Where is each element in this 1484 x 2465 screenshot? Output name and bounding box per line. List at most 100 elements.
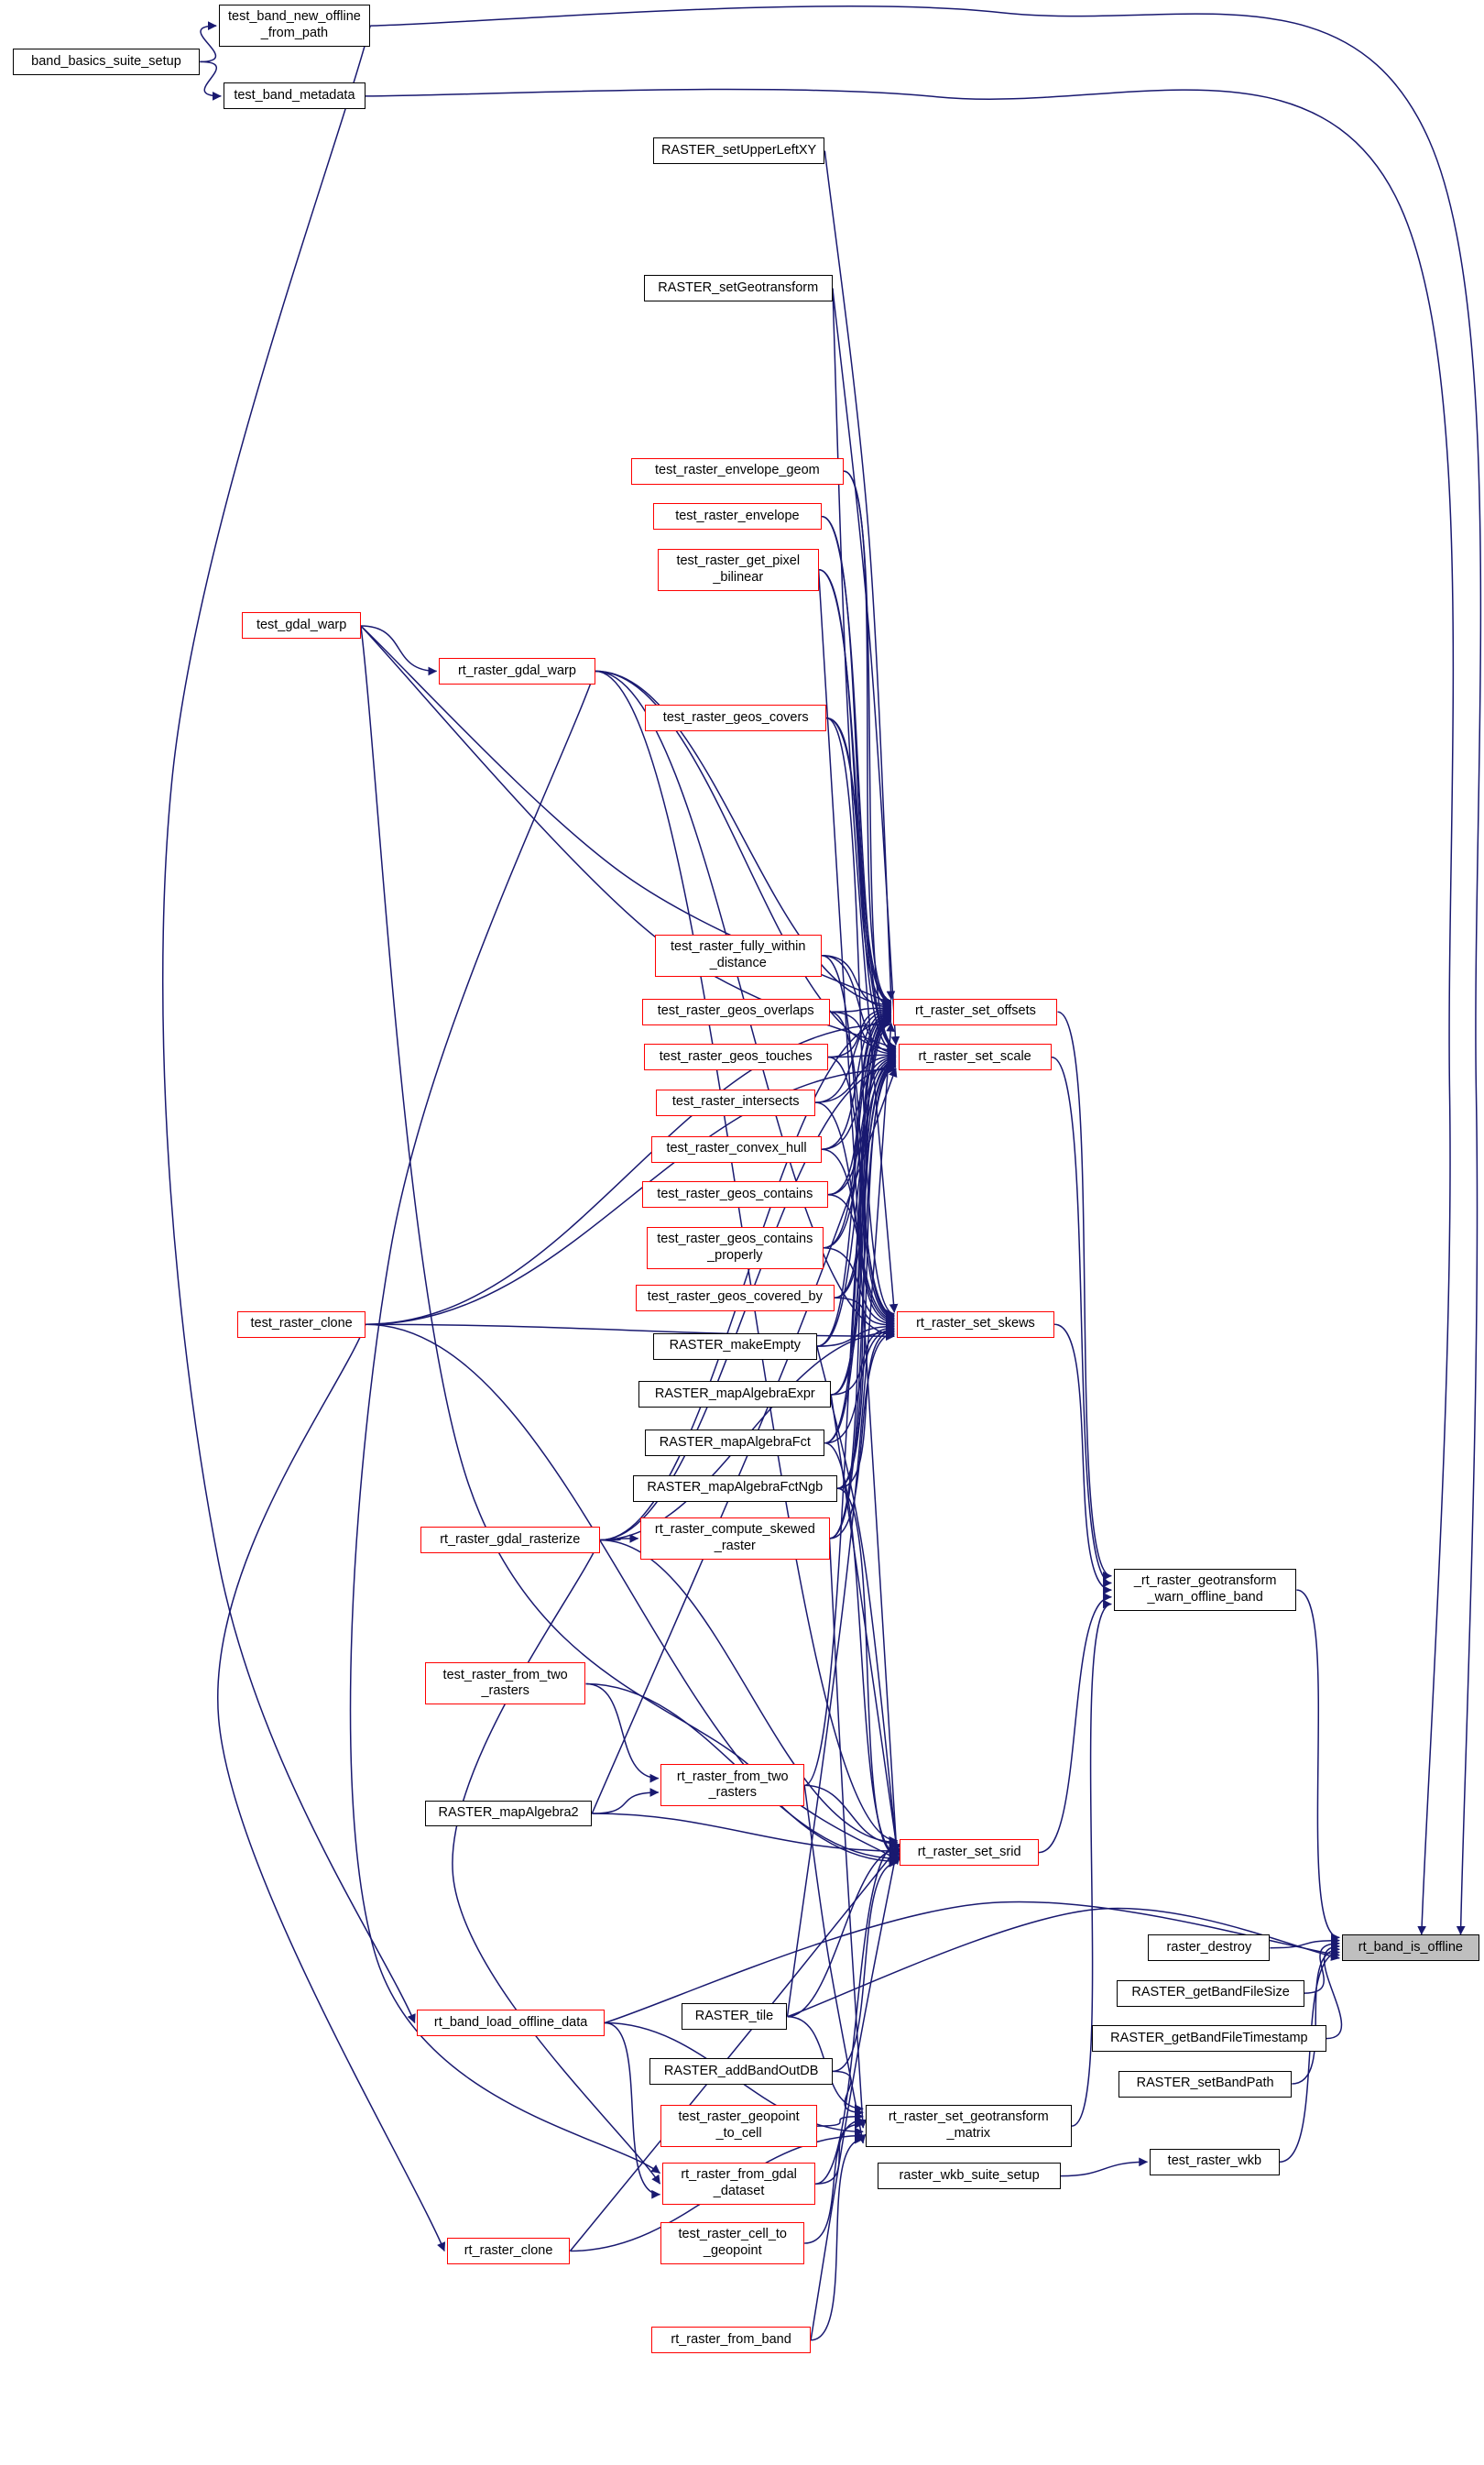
node-rt_raster_from_band[interactable]: rt_raster_from_band (651, 2327, 812, 2354)
node-rt_band_load_offline_data[interactable]: rt_band_load_offline_data (417, 2010, 605, 2036)
edge-rrgr-to-rrso (599, 1015, 892, 1541)
edge-rrfgd-to-rrsgm (815, 2120, 864, 2185)
edge-rmaf-to-rrssk (824, 1324, 895, 1444)
edge-trftr-to-rrftr (585, 1682, 660, 1783)
edge-rmae-to-rrssr (830, 1394, 901, 1854)
node-test_band_metadata[interactable]: test_band_metadata (223, 82, 366, 110)
edge-rmae-to-rrssc (831, 1057, 897, 1396)
edge-trgcov-to-rrssk (825, 717, 895, 1319)
node-rt_raster_set_scale[interactable]: rt_raster_set_scale (898, 1044, 1052, 1071)
edge-trgpb-to-rrssr (817, 569, 902, 1865)
edge-rmae-to-rrssk (831, 1323, 895, 1396)
node-RASTER_mapAlgebraExpr[interactable]: RASTER_mapAlgebraExpr (638, 1381, 832, 1408)
edge-rmafn-to-rrssk (836, 1326, 895, 1490)
node-RASTER_mapAlgebraFctNgb[interactable]: RASTER_mapAlgebraFctNgb (632, 1474, 838, 1502)
node-test_raster_wkb[interactable]: test_raster_wkb (1150, 2148, 1280, 2175)
node-test_raster_geos_contains[interactable]: test_raster_geos_contains (641, 1181, 828, 1209)
edge-trgtc-to-rrsgm (816, 2111, 864, 2127)
node-rt_raster_set_geotransform_matrix[interactable]: rt_raster_set_geotransform _matrix (865, 2105, 1072, 2148)
edge-rrcsr-to-rrssk (829, 1329, 895, 1539)
edge-trfwd-to-rrssc (821, 955, 897, 1057)
edge-rrfb-to-rrsgm (811, 2134, 864, 2341)
node-raster_wkb_suite_setup[interactable]: raster_wkb_suite_setup (878, 2163, 1061, 2190)
node-test_gdal_warp[interactable]: test_gdal_warp (242, 612, 361, 640)
edge-rrssc-to-wob (1051, 1056, 1112, 1588)
edge-rblod-to-rrfgd (604, 2021, 660, 2199)
node-RASTER_getBandFileTimestamp[interactable]: RASTER_getBandFileTimestamp (1092, 2025, 1326, 2053)
node-rt_band_is_offline[interactable]: rt_band_is_offline (1341, 1934, 1479, 1962)
node-test_raster_convex_hull[interactable]: test_raster_convex_hull (651, 1135, 822, 1163)
edge-tgw-to-rrso (360, 625, 892, 1005)
edge-rrftr-to-rrssr (804, 1784, 899, 1848)
node-band_basics_suite_setup[interactable]: band_basics_suite_setup (12, 48, 201, 75)
node-test_raster_geos_contains_properly[interactable]: test_raster_geos_contains _properly (646, 1226, 824, 1269)
edge-trgcp-to-rrssk (823, 1246, 895, 1329)
edge-rrssk-to-wob (1054, 1323, 1112, 1594)
edge-rtile-to-rbio (787, 1907, 1340, 2018)
edge-trctg-to-rrsgm (804, 2115, 864, 2244)
node-test_raster_geos_covered_by[interactable]: test_raster_geos_covered_by (636, 1284, 835, 1311)
node-rt_raster_from_two_rasters[interactable]: rt_raster_from_two _rasters (660, 1764, 805, 1807)
node-test_raster_cell_to_geopoint[interactable]: test_raster_cell_to _geopoint (660, 2221, 805, 2264)
node-test_raster_geopoint_to_cell[interactable]: test_raster_geopoint _to_cell (660, 2105, 817, 2148)
edge-rmaf-to-rrssr (824, 1442, 899, 1858)
node-RASTER_mapAlgebra2[interactable]: RASTER_mapAlgebra2 (424, 1800, 593, 1827)
node-RASTER_mapAlgebraFct[interactable]: RASTER_mapAlgebraFct (645, 1430, 825, 1457)
edge-rrgr-to-rrfgd (452, 1539, 661, 2185)
edge-rgbft-to-rbio (1323, 1942, 1343, 2040)
node-test_raster_fully_within_distance[interactable]: test_raster_fully_within _distance (654, 934, 822, 977)
edge-rmae-to-rrso (831, 1012, 892, 1396)
node-raster_destroy[interactable]: raster_destroy (1148, 1934, 1271, 1962)
edge-trch-to-rrso (821, 1006, 892, 1150)
edge-tgw-to-rrgw (360, 625, 438, 676)
edge-trc-to-rrso (365, 1019, 892, 1325)
edge-rrgw-to-rrfgd (349, 671, 660, 2175)
edge-rsgt-to-rrssk (832, 288, 899, 1313)
edge-rrgr-to-rrcsr (599, 1534, 639, 1543)
node-rt_raster_gdal_warp[interactable]: rt_raster_gdal_warp (439, 657, 595, 685)
node-test_raster_envelope[interactable]: test_raster_envelope (652, 503, 822, 531)
edge-tbm-to-rbio (365, 88, 1455, 1935)
node-RASTER_setBandPath[interactable]: RASTER_setBandPath (1118, 2070, 1293, 2098)
node-RASTER_setGeotransform[interactable]: RASTER_setGeotransform (643, 275, 833, 302)
node-rt_raster_geotransform_warn_offline_band[interactable]: _rt_raster_geotransform _warn_offline_ba… (1113, 1569, 1297, 1612)
edge-rrfb-to-rrssr (810, 1846, 900, 2340)
node-RASTER_addBandOutDB[interactable]: RASTER_addBandOutDB (649, 2057, 833, 2085)
edge-trwkb-to-rbio (1279, 1947, 1340, 2164)
edge-rrssr-to-wob (1038, 1592, 1112, 1854)
node-RASTER_setUpperLeftXY[interactable]: RASTER_setUpperLeftXY (652, 137, 825, 165)
node-test_raster_clone[interactable]: test_raster_clone (237, 1310, 366, 1338)
edge-rd-to-rbio (1270, 1935, 1340, 1949)
node-rt_raster_compute_skewed_raster[interactable]: rt_raster_compute_skewed _raster (640, 1517, 830, 1560)
node-RASTER_tile[interactable]: RASTER_tile (681, 2003, 788, 2031)
node-test_raster_from_two_rasters[interactable]: test_raster_from_two _rasters (424, 1662, 586, 1705)
node-RASTER_getBandFileSize[interactable]: RASTER_getBandFileSize (1117, 1979, 1304, 2007)
edge-rrftr-to-rrsgm (803, 1785, 867, 2144)
edge-trch-to-rrssk (821, 1148, 895, 1326)
node-rt_raster_gdal_rasterize[interactable]: rt_raster_gdal_rasterize (420, 1527, 600, 1554)
node-rt_raster_set_offsets[interactable]: rt_raster_set_offsets (893, 998, 1058, 1025)
edge-trfwd-to-rrssk (821, 955, 895, 1320)
node-rt_raster_set_skews[interactable]: rt_raster_set_skews (896, 1310, 1055, 1338)
node-rt_raster_set_srid[interactable]: rt_raster_set_srid (900, 1839, 1040, 1867)
node-RASTER_makeEmpty[interactable]: RASTER_makeEmpty (652, 1332, 817, 1360)
edge-tri-to-rrssk (815, 1101, 895, 1324)
node-test_raster_geos_touches[interactable]: test_raster_geos_touches (643, 1044, 828, 1071)
edge-trc-to-rrc (216, 1323, 446, 2251)
node-test_raster_geos_overlaps[interactable]: test_raster_geos_overlaps (641, 998, 830, 1025)
edge-rma2-to-rrssr (592, 1813, 899, 1856)
node-test_raster_geos_covers[interactable]: test_raster_geos_covers (645, 705, 827, 732)
edge-bbss-to-tbnofp (200, 21, 217, 63)
edge-trgpb-to-rrssc (818, 568, 897, 1053)
edge-rme-to-rrso (816, 1011, 892, 1347)
edge-rrcsr-to-rrsgm (828, 1538, 867, 2129)
node-rt_raster_clone[interactable]: rt_raster_clone (446, 2237, 571, 2264)
node-test_raster_get_pixel_bilinear[interactable]: test_raster_get_pixel _bilinear (657, 548, 819, 591)
node-test_raster_envelope_geom[interactable]: test_raster_envelope_geom (630, 457, 844, 485)
node-test_raster_intersects[interactable]: test_raster_intersects (656, 1089, 816, 1116)
edge-trch-to-rrssc (821, 1052, 897, 1150)
node-rt_raster_from_gdal_dataset[interactable]: rt_raster_from_gdal _dataset (662, 2163, 816, 2206)
node-test_band_new_offline_from_path[interactable]: test_band_new_offline _from_path (218, 5, 371, 48)
edge-trgcon-to-rrssk (827, 1193, 895, 1327)
